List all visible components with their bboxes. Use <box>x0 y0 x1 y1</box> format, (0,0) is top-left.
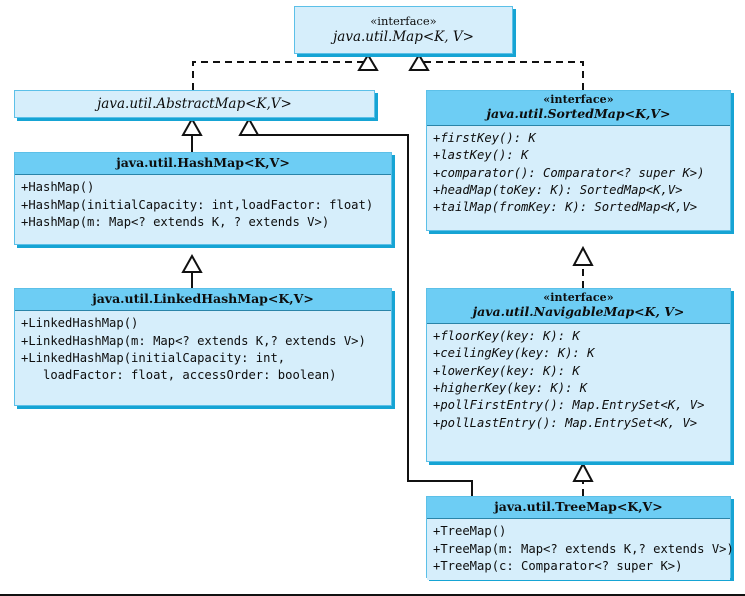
member-row: +headMap(toKey: K): SortedMap<K,V> <box>433 183 683 197</box>
sorted-map-members: +firstKey(): K +lastKey(): K +comparator… <box>427 126 730 222</box>
tree-map-header: java.util.TreeMap<K,V> <box>427 497 730 520</box>
member-row: loadFactor: float, accessOrder: boolean) <box>21 368 337 383</box>
edge-abstractmap-realizes-map <box>192 53 379 90</box>
linked-hash-map-class-name: java.util.LinkedHashMap<K,V> <box>92 291 314 306</box>
class-box-tree-map[interactable]: java.util.TreeMap<K,V> +TreeMap() +TreeM… <box>426 496 734 581</box>
edge-linkedhashmap-extends-hashmap <box>181 253 203 288</box>
member-row: +TreeMap() <box>433 524 507 539</box>
navigable-map-header: «interface» java.util.NavigableMap<K, V> <box>427 289 730 325</box>
edge-sortedmap-realizes-map <box>408 53 584 90</box>
member-row: +pollLastEntry(): Map.EntrySet<K, V> <box>433 415 698 430</box>
member-row: +LinkedHashMap(initialCapacity: int, <box>21 351 286 366</box>
member-row: +comparator(): Comparator<? super K>) <box>433 165 705 180</box>
abstract-map-class-name: java.util.AbstractMap<K,V> <box>97 95 292 112</box>
member-row: +HashMap(initialCapacity: int,loadFactor… <box>21 197 374 212</box>
navigable-map-members: +floorKey(key: K): K +ceilingKey(key: K)… <box>427 324 730 437</box>
class-box-navigable-map[interactable]: «interface» java.util.NavigableMap<K, V>… <box>426 288 731 462</box>
member-row: +tailMap(fromKey: K): SortedMap<K,V> <box>433 200 698 215</box>
member-row: +TreeMap(c: Comparator<? super K>) <box>433 559 683 574</box>
member-row: +pollFirstEntry(): Map.EntrySet<K, V> <box>433 398 705 413</box>
sorted-map-class-name: java.util.SortedMap<K,V> <box>486 105 671 121</box>
member-row: +TreeMap(m: Map<? extends K,? extends V>… <box>433 541 734 556</box>
tree-map-members: +TreeMap() +TreeMap(m: Map<? extends K,?… <box>427 519 734 581</box>
member-row: +LinkedHashMap(m: Map<? extends K,? exte… <box>21 333 366 348</box>
member-row: +higherKey(key: K): K <box>433 381 588 395</box>
tree-map-class-name: java.util.TreeMap<K,V> <box>494 499 663 514</box>
class-box-hash-map[interactable]: java.util.HashMap<K,V> +HashMap() +HashM… <box>14 152 392 245</box>
map-stereotype: «interface» <box>370 14 437 28</box>
member-row: +LinkedHashMap() <box>21 316 139 331</box>
class-box-map[interactable]: «interface» java.util.Map<K, V> <box>294 6 513 54</box>
member-row: +firstKey(): K <box>433 131 536 146</box>
linked-hash-map-members: +LinkedHashMap() +LinkedHashMap(m: Map<?… <box>15 311 391 390</box>
navigable-map-stereotype: «interface» <box>543 291 614 304</box>
member-row: +ceilingKey(key: K): K <box>433 346 595 361</box>
class-box-abstract-map[interactable]: java.util.AbstractMap<K,V> <box>14 90 375 118</box>
hash-map-class-name: java.util.HashMap<K,V> <box>116 155 290 170</box>
linked-hash-map-header: java.util.LinkedHashMap<K,V> <box>15 289 391 312</box>
member-row: +lowerKey(key: K): K <box>433 363 580 378</box>
member-row: +HashMap(m: Map<? extends K, ? extends V… <box>21 215 330 230</box>
sorted-map-stereotype: «interface» <box>543 93 614 106</box>
member-row: +lastKey(): K <box>433 148 529 163</box>
hash-map-members: +HashMap() +HashMap(initialCapacity: int… <box>15 175 391 237</box>
member-row: +HashMap() <box>21 180 95 195</box>
member-row: +floorKey(key: K): K <box>433 329 580 344</box>
class-box-linked-hash-map[interactable]: java.util.LinkedHashMap<K,V> +LinkedHash… <box>14 288 392 406</box>
edge-treemap-realizes-navigablemap <box>572 461 594 496</box>
edge-hashmap-extends-abstractmap <box>181 116 203 152</box>
navigable-map-class-name: java.util.NavigableMap<K, V> <box>472 303 685 319</box>
class-box-sorted-map[interactable]: «interface» java.util.SortedMap<K,V> +fi… <box>426 90 731 231</box>
sorted-map-header: «interface» java.util.SortedMap<K,V> <box>427 91 730 127</box>
hash-map-header: java.util.HashMap<K,V> <box>15 153 391 176</box>
edge-navigablemap-realizes-sortedmap <box>572 245 594 288</box>
map-class-name: java.util.Map<K, V> <box>333 28 474 45</box>
